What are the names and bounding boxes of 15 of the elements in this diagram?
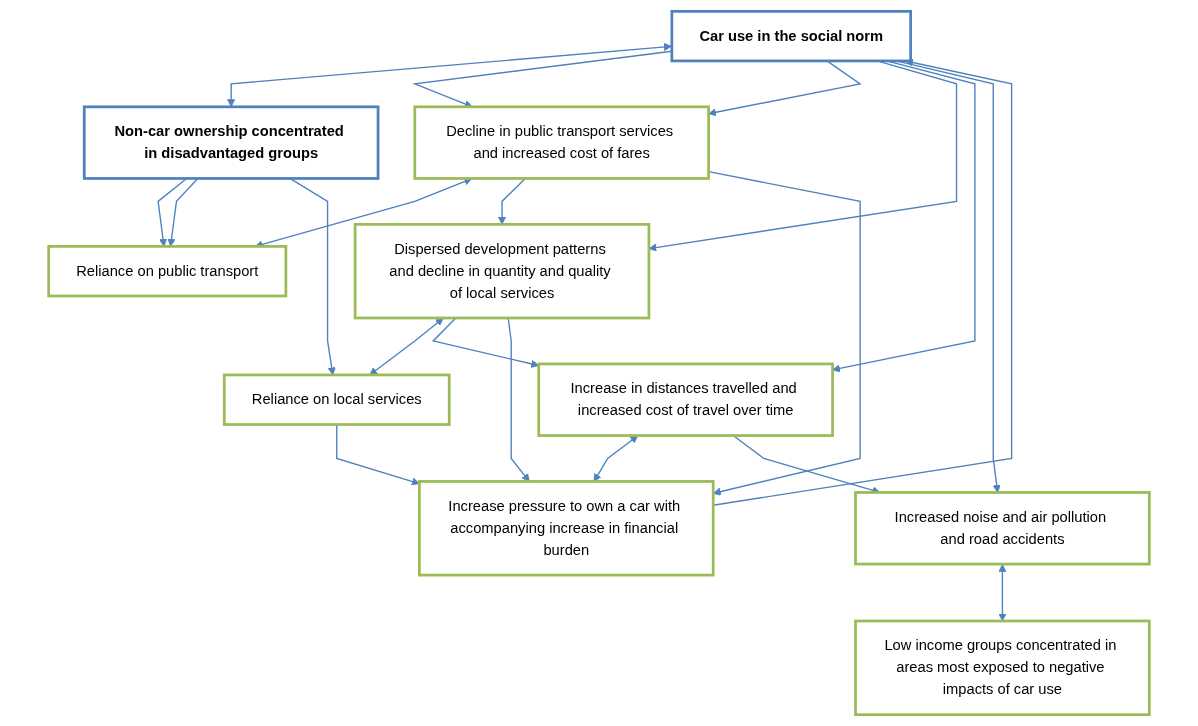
arrow: [708, 60, 862, 117]
node-box: Decline in public transport services and increased cost of fares: [413, 105, 710, 180]
node-box: Reliance on public transport: [47, 245, 288, 298]
arrow: [832, 60, 976, 373]
node-box: Non-car ownership concentrated in disadvantaged groups: [82, 105, 380, 180]
arrow: [593, 435, 639, 482]
arrow: [648, 60, 958, 252]
node-box: Increase pressure to own a car with accompanying increase in financial burden: [418, 480, 715, 577]
node-box: Low income groups concentrated in areas most exposed to negative impacts of car use: [854, 619, 1151, 717]
node-box: Reliance on local services: [222, 373, 451, 426]
node-box: Increase in distances travelled and increased cost of travel over time: [537, 362, 834, 437]
arrow: [998, 564, 1007, 622]
node-box: Increased noise and air pollution and road accidents: [854, 491, 1151, 566]
node-box: Dispersed development patterns and decline in quantity and quality of local services: [353, 223, 651, 320]
node-box: Car use in the social norm: [670, 9, 912, 63]
